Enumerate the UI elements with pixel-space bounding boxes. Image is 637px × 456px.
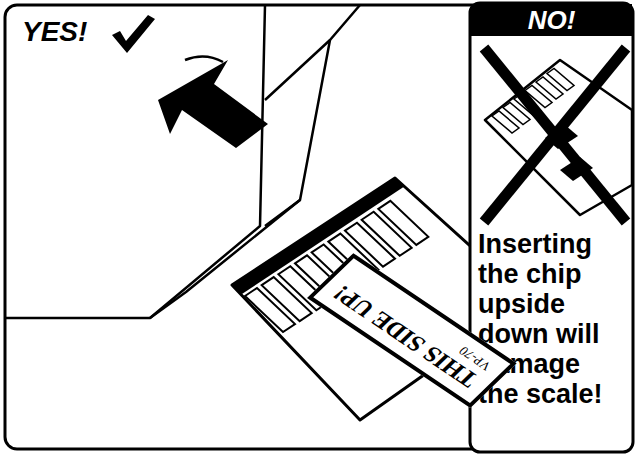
scale-device bbox=[5, 5, 360, 318]
warning-header: NO! bbox=[470, 4, 633, 36]
node-text: Inserting the chip upside down will dama… bbox=[478, 229, 628, 409]
yes-label: YES! bbox=[22, 16, 87, 48]
no-header-band bbox=[471, 4, 632, 36]
insert-arrow bbox=[158, 60, 268, 148]
node-text: NO! bbox=[470, 4, 633, 36]
check-mark bbox=[112, 15, 155, 53]
cross-mark bbox=[484, 48, 626, 222]
